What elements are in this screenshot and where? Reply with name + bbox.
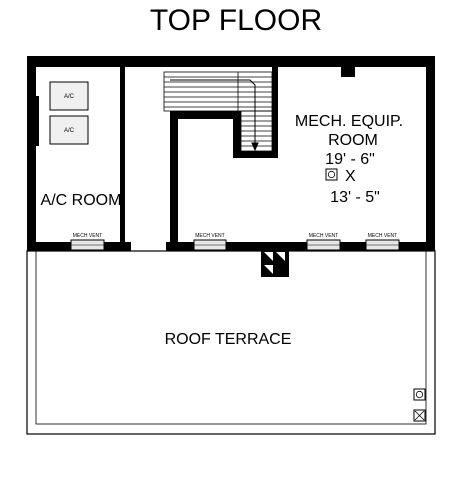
- mech-room-wall-notch: [341, 67, 355, 77]
- ac-unit-label: A/C: [64, 128, 75, 134]
- stair-direction-arrow-icon: [170, 79, 259, 152]
- roof-vent-icon: [413, 409, 426, 422]
- mech-vent-label: MECH VENT: [368, 233, 397, 239]
- plan-title: TOP FLOOR: [150, 4, 322, 37]
- mech-vent: MECH VENT: [70, 233, 105, 251]
- exterior-walls: [27, 56, 435, 251]
- ac-unit-label: A/C: [64, 94, 75, 100]
- roof-drain-icon: [413, 388, 426, 401]
- mech-room-dimension-depth: 13' - 5": [330, 189, 380, 206]
- mech-room-dimension-width: 19' - 6": [325, 151, 375, 168]
- roof-terrace: [26, 250, 436, 435]
- mech-room-label-line1: MECH. EQUIP.: [295, 113, 403, 130]
- mech-vent: MECH VENT: [365, 233, 400, 251]
- stairwell: [163, 67, 278, 242]
- mech-vent-label: MECH VENT: [73, 233, 102, 239]
- mech-vent: MECH VENT: [306, 233, 341, 251]
- mech-vent-label: MECH VENT: [195, 233, 224, 239]
- flue-block: [261, 251, 289, 277]
- mech-vent-label: MECH VENT: [309, 233, 338, 239]
- floor-drain-icon-center: [327, 170, 336, 179]
- ac-room-wall-block: [30, 96, 39, 146]
- ac-room-partition-wall: [120, 67, 125, 242]
- mech-vent: MECH VENT: [193, 233, 227, 251]
- ac-unit: A/C: [49, 81, 89, 111]
- roof-terrace-label: ROOF TERRACE: [165, 331, 292, 348]
- mech-room-label-line2: ROOM: [328, 132, 378, 149]
- ac-room-label: A/C ROOM: [41, 192, 122, 209]
- floor-drain-icon: [325, 168, 338, 181]
- mech-room-dimension-separator: X: [345, 168, 356, 185]
- ac-unit: A/C: [49, 115, 89, 145]
- floor-bottom-wall: [27, 242, 435, 251]
